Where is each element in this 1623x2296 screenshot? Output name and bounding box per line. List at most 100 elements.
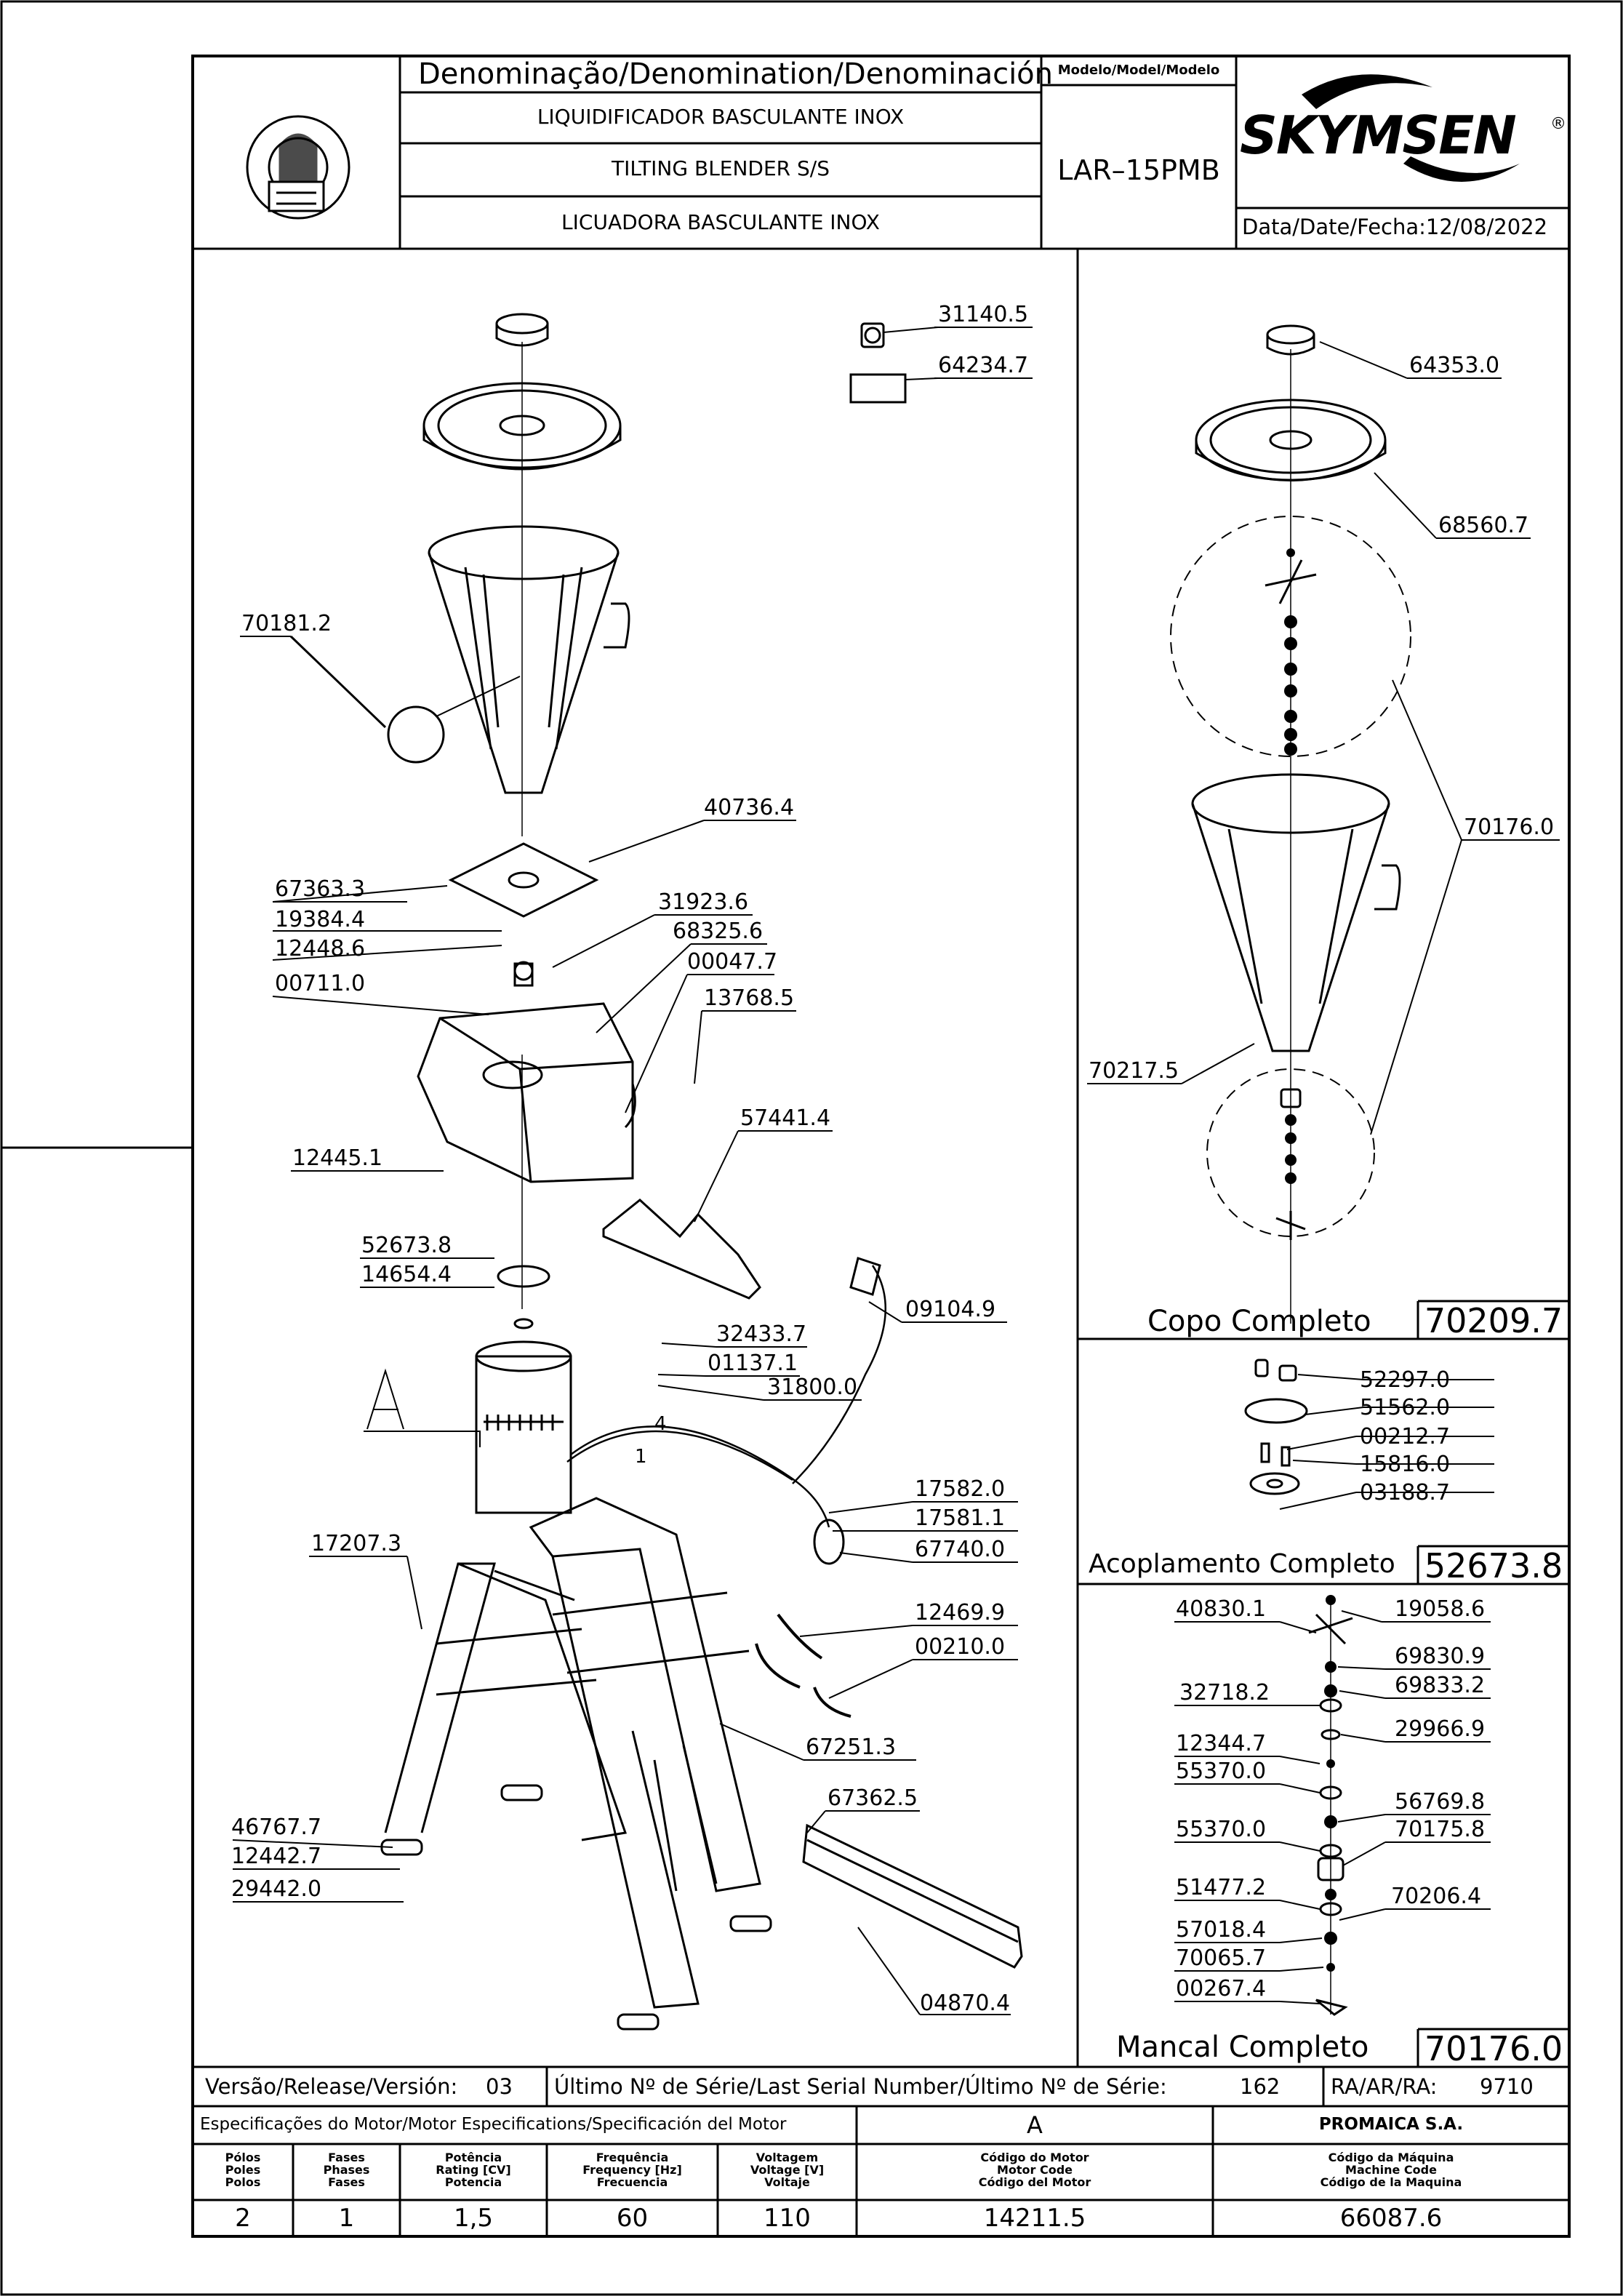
part-number: 12445.1 [292, 1145, 383, 1171]
part-number: 00210.0 [915, 1634, 1006, 1660]
part-number: 55370.0 [1176, 1817, 1267, 1842]
header-power-text: Potência Rating [CV] Potencia [436, 2151, 511, 2189]
part-number: 67363.3 [275, 876, 366, 902]
bearing-assembly-code: 70176.0 [1424, 2029, 1563, 2068]
motor-spec-title: Especificações do Motor/Motor Especifica… [200, 2115, 787, 2134]
wire-label: 1 [635, 1446, 647, 1468]
product-name-es: LICUADORA BASCULANTE INOX [561, 210, 880, 234]
part-number: 70217.5 [1089, 1058, 1179, 1084]
value-voltage: 110 [764, 2204, 811, 2233]
part-number: 31923.6 [658, 889, 749, 915]
part-number: 67740.0 [915, 1537, 1006, 1562]
part-number: 13768.5 [704, 985, 795, 1011]
cup-assembly-view [1170, 324, 1411, 1324]
release-value: 03 [486, 2074, 513, 2099]
denomination-title: Denominação/Denomination/Denominación [418, 57, 1054, 91]
value-poles: 2 [235, 2204, 251, 2233]
header-phases-text: Fases Phases Fases [323, 2151, 370, 2189]
model-title: Modelo/Model/Modelo [1057, 63, 1220, 78]
ra-label: RA/AR/RA: [1331, 2074, 1438, 2099]
serial-value: 162 [1240, 2074, 1281, 2099]
part-number: 00711.0 [275, 971, 366, 996]
part-number: 31140.5 [938, 302, 1029, 327]
part-number: 68325.6 [673, 919, 764, 944]
header-motor-code: Código do Motor Motor Code Código del Mo… [857, 2151, 1213, 2188]
header-poles: Pólos Poles Polos [193, 2151, 293, 2188]
part-number: 31800.0 [767, 1375, 858, 1400]
cup-assembly-title: Copo Completo [1147, 1305, 1371, 1338]
seal-logo [246, 115, 350, 220]
value-motor-code: 14211.5 [983, 2204, 1086, 2233]
product-name-en: TILTING BLENDER S/S [611, 156, 830, 180]
motor-callout-label: A [360, 1371, 361, 1372]
part-number: 57441.4 [740, 1105, 831, 1131]
coupling-assembly-code: 52673.8 [1424, 1546, 1563, 1585]
part-number: 52297.0 [1360, 1367, 1451, 1393]
part-number: 03188.7 [1360, 1480, 1451, 1505]
part-number: 70176.0 [1464, 815, 1555, 840]
part-number: 19058.6 [1395, 1596, 1486, 1622]
main-exploded-view [289, 313, 1023, 2031]
part-number: 15816.0 [1360, 1452, 1451, 1477]
release-label: Versão/Release/Versión: [205, 2074, 458, 2099]
part-number: 70175.8 [1395, 1817, 1486, 1842]
part-number: 00267.4 [1176, 1976, 1267, 2001]
header-frequency: Frequência Frequency [Hz] Frecuencia [547, 2151, 718, 2188]
part-number: 67362.5 [827, 1785, 918, 1811]
value-machine-code: 66087.6 [1339, 2204, 1443, 2233]
part-number: 29966.9 [1395, 1716, 1486, 1742]
header-phases: Fases Phases Fases [293, 2151, 400, 2188]
company-name: PROMAICA S.A. [1318, 2115, 1464, 2134]
part-number: 04870.4 [920, 1991, 1011, 2016]
part-number: 32433.7 [716, 1321, 807, 1347]
part-number: 12442.7 [231, 1844, 322, 1869]
header-voltage-text: Voltagem Voltage [V] Voltaje [750, 2151, 825, 2189]
value-phases: 1 [338, 2204, 355, 2233]
header-poles-text: Pólos Poles Polos [225, 2151, 261, 2189]
part-number: 00212.7 [1360, 1424, 1451, 1449]
part-number: 14654.4 [361, 1262, 452, 1287]
coupling-assembly-view [1244, 1359, 1308, 1495]
part-number: 70181.2 [241, 611, 332, 636]
brand-registered-mark: ® [1550, 115, 1566, 133]
product-name-pt: LIQUIDIFICADOR BASCULANTE INOX [537, 105, 905, 129]
ra-value: 9710 [1480, 2074, 1534, 2099]
header-frequency-text: Frequência Frequency [Hz] Frecuencia [582, 2151, 682, 2189]
part-number: 12344.7 [1176, 1731, 1267, 1756]
part-number: 70206.4 [1391, 1884, 1482, 1909]
brand-swoosh [1302, 74, 1520, 182]
header-voltage: Voltagem Voltage [V] Voltaje [718, 2151, 857, 2188]
part-number: 68560.7 [1438, 513, 1529, 538]
part-number: 69833.2 [1395, 1673, 1486, 1698]
part-number: 64234.7 [938, 353, 1029, 378]
part-number: 12448.6 [275, 936, 366, 961]
part-number: 64353.0 [1409, 353, 1500, 378]
header-machine-code-text: Código da Máquina Machine Code Código de… [1320, 2151, 1462, 2189]
seal-caption: ASSISTÊNCIA TÉCNICA AUTORIZADA [204, 227, 211, 233]
part-number: 09104.9 [905, 1297, 996, 1322]
part-number: 19384.4 [275, 907, 366, 932]
part-number: 01137.1 [708, 1351, 798, 1376]
part-number: 32718.2 [1179, 1680, 1270, 1705]
brand-logo: SKYMSEN [1240, 105, 1517, 166]
part-number: 67251.3 [806, 1735, 897, 1760]
part-number: 29442.0 [231, 1876, 322, 1902]
part-number: 17581.1 [915, 1505, 1006, 1531]
date-value: 12/08/2022 [1425, 215, 1548, 239]
value-power: 1,5 [453, 2204, 494, 2233]
part-number: 17207.3 [311, 1531, 402, 1556]
part-number: 46767.7 [231, 1815, 322, 1840]
part-number: 00047.7 [687, 949, 778, 975]
part-number: 40736.4 [704, 795, 795, 820]
part-number: 51477.2 [1176, 1875, 1267, 1900]
value-frequency: 60 [616, 2204, 649, 2233]
cup-assembly-code: 70209.7 [1424, 1301, 1563, 1340]
serial-label: Último Nº de Série/Last Serial Number/Úl… [554, 2074, 1167, 2099]
part-number: 12469.9 [915, 1600, 1006, 1625]
part-number: 52673.8 [361, 1233, 452, 1258]
coupling-assembly-title: Acoplamento Completo [1089, 1549, 1395, 1579]
date-label: Data/Date/Fecha: [1242, 215, 1426, 239]
date-field: Data/Date/Fecha:12/08/2022 [1242, 217, 1547, 238]
header-power: Potência Rating [CV] Potencia [400, 2151, 547, 2188]
